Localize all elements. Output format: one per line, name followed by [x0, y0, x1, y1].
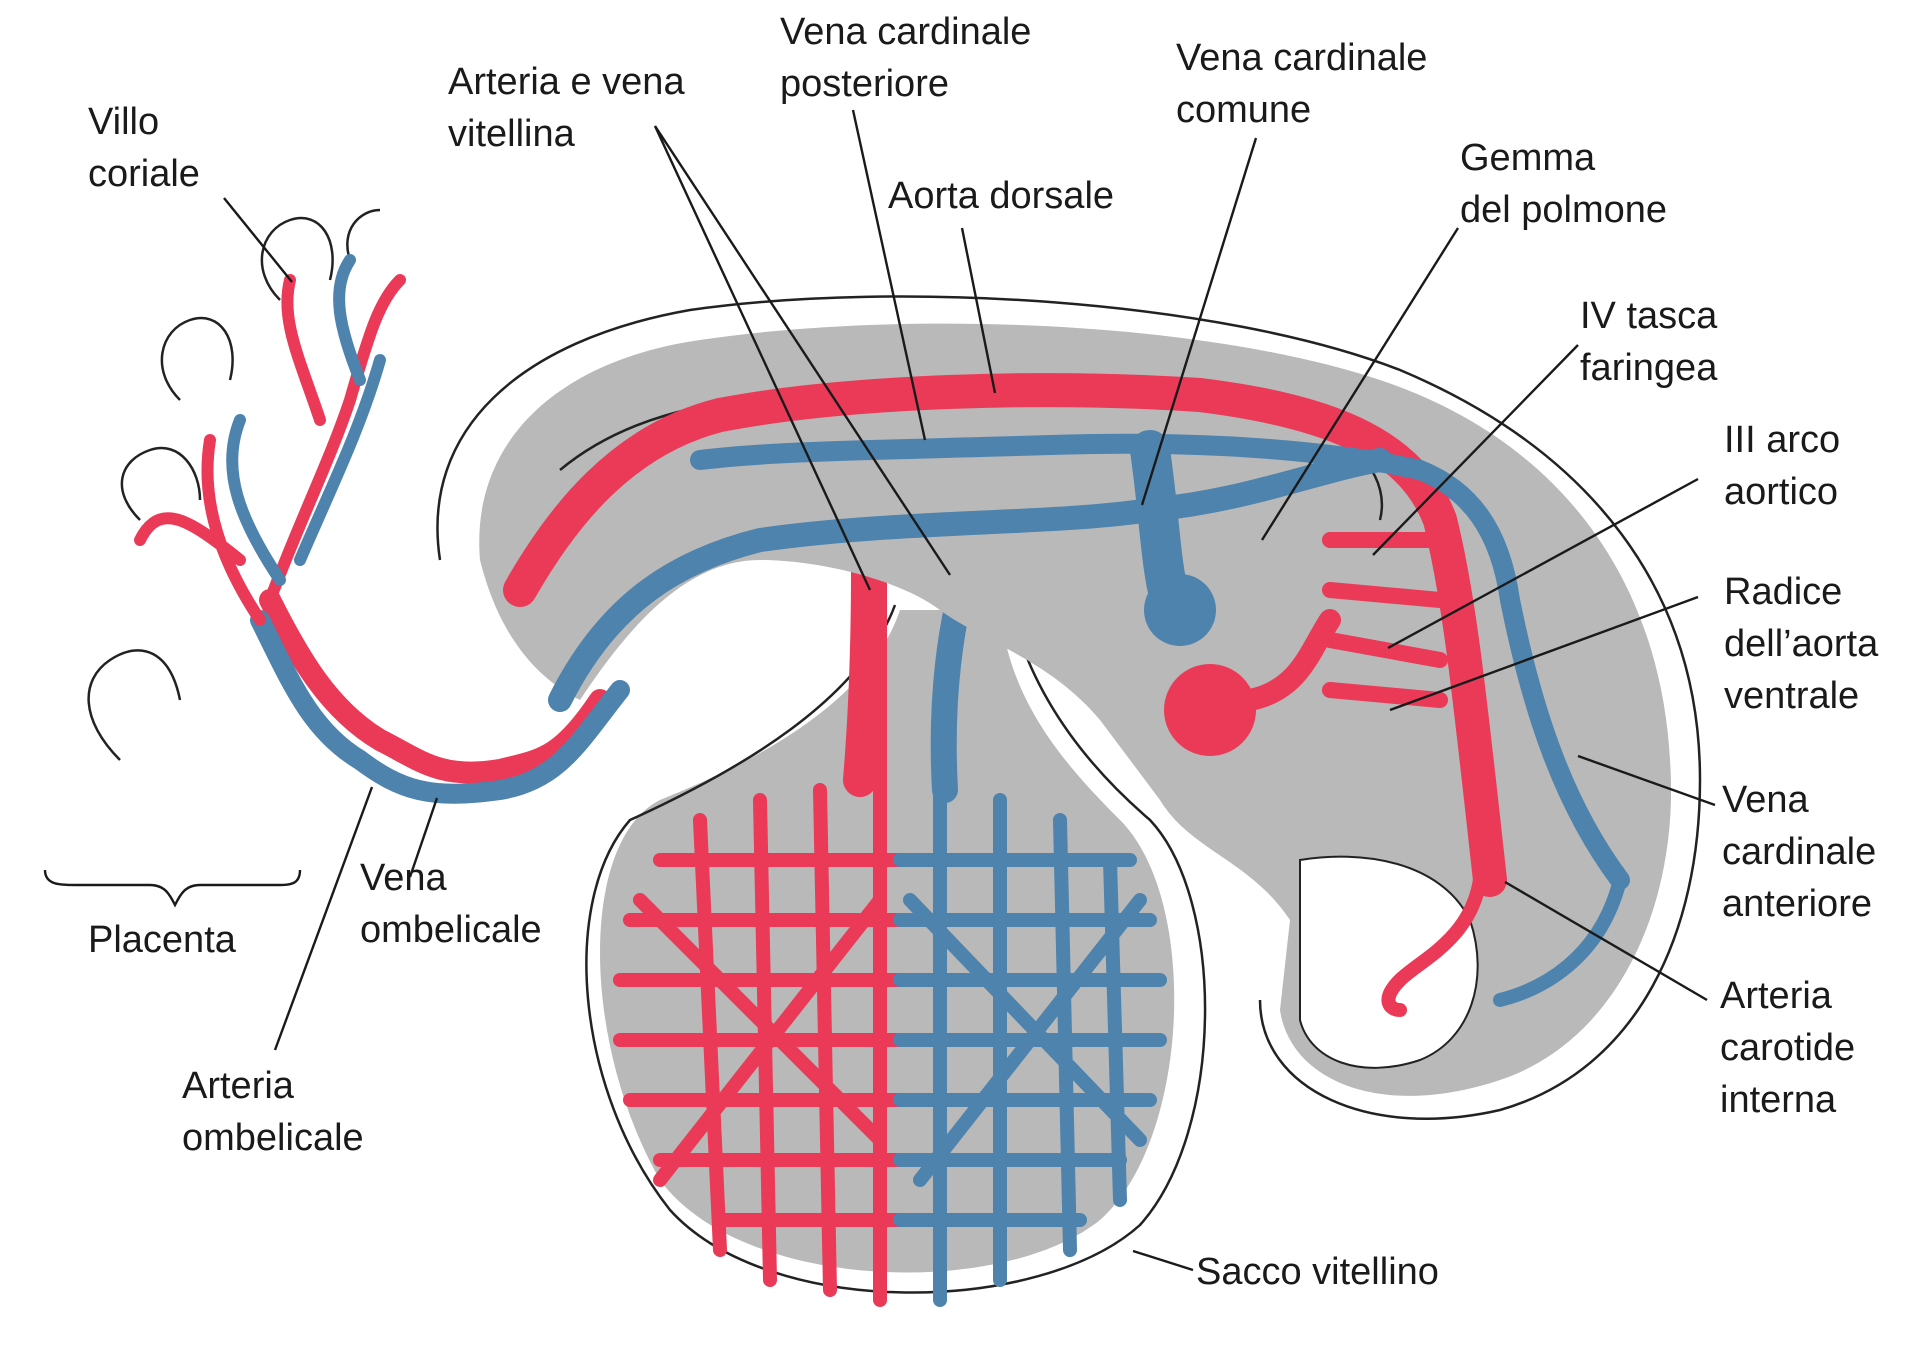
label-radice-aorta-ventrale: Radice dell’aorta ventrale [1724, 571, 1889, 717]
label-arteria-vena-vitellina: Arteria e vena vitellina [448, 61, 695, 155]
label-placenta: Placenta [88, 919, 237, 961]
label-iv-tasca-faringea: IV tasca faringea [1580, 295, 1728, 389]
label-vena-cardinale-comune: Vena cardinale comune [1176, 37, 1438, 131]
placenta-brace [45, 870, 300, 905]
label-iii-arco-aortico: III arco aortico [1724, 419, 1851, 513]
label-arteria-carotide-interna: Arteria carotide interna [1720, 975, 1866, 1121]
label-sacco-vitellino: Sacco vitellino [1196, 1251, 1439, 1293]
label-vena-cardinale-anteriore: Vena cardinale anteriore [1722, 779, 1887, 925]
label-villo-coriale: Villo coriale [88, 101, 200, 195]
label-aorta-dorsale: Aorta dorsale [888, 175, 1114, 217]
label-vena-cardinale-posteriore: Vena cardinale posteriore [780, 11, 1042, 105]
label-gemma-polmone: Gemma del polmone [1460, 137, 1667, 231]
label-arteria-ombelicale: Arteria ombelicale [182, 1065, 364, 1159]
placenta-villi [45, 210, 400, 905]
label-vena-ombelicale: Vena ombelicale [360, 857, 542, 951]
